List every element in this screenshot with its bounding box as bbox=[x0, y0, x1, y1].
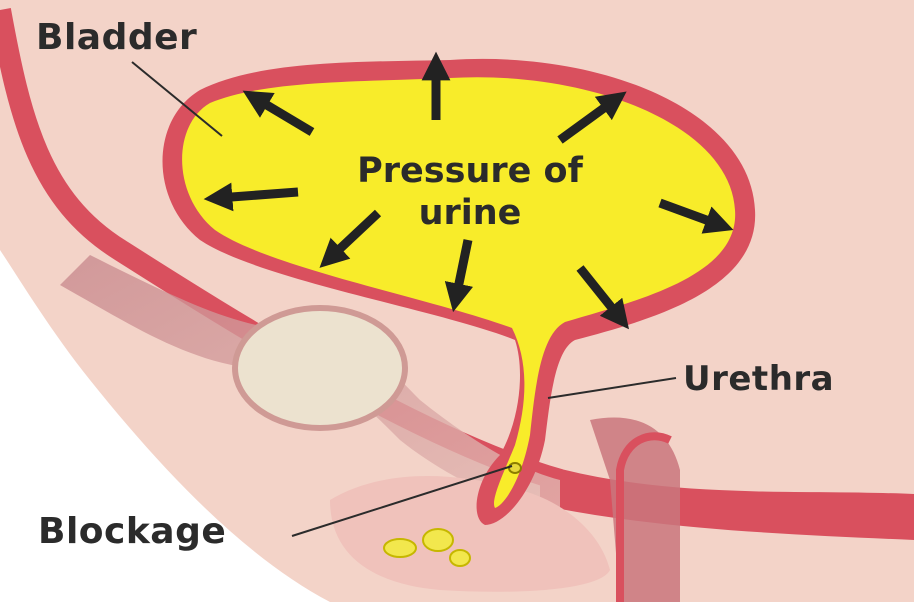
stone bbox=[383, 538, 417, 558]
stone bbox=[508, 462, 522, 474]
rectal-wall bbox=[616, 432, 672, 602]
arrow bbox=[557, 91, 627, 144]
stone bbox=[422, 528, 454, 552]
arrow bbox=[203, 182, 299, 212]
pressure-label-line1: Pressure of bbox=[357, 151, 583, 191]
blockage-label: Blockage bbox=[38, 511, 227, 552]
pelvic-tube bbox=[60, 255, 560, 520]
arrow bbox=[444, 239, 474, 313]
bladder-leader bbox=[131, 61, 223, 137]
rectal-tube bbox=[590, 417, 680, 602]
arrow bbox=[658, 198, 734, 234]
arrow bbox=[242, 90, 315, 136]
urethra-leader bbox=[547, 377, 677, 399]
pubic-bone bbox=[232, 305, 408, 431]
bladder-label: Bladder bbox=[36, 17, 198, 58]
pressure-label-line2: urine bbox=[418, 193, 522, 233]
blockage-leader bbox=[291, 465, 513, 537]
stone bbox=[449, 549, 471, 567]
pressure-arrows bbox=[203, 51, 734, 330]
urethra-label: Urethra bbox=[683, 359, 835, 399]
prostate-region bbox=[330, 476, 610, 592]
pressure-label: Pressure of urine bbox=[300, 150, 640, 234]
arrow bbox=[576, 265, 629, 330]
arrow bbox=[319, 209, 382, 268]
